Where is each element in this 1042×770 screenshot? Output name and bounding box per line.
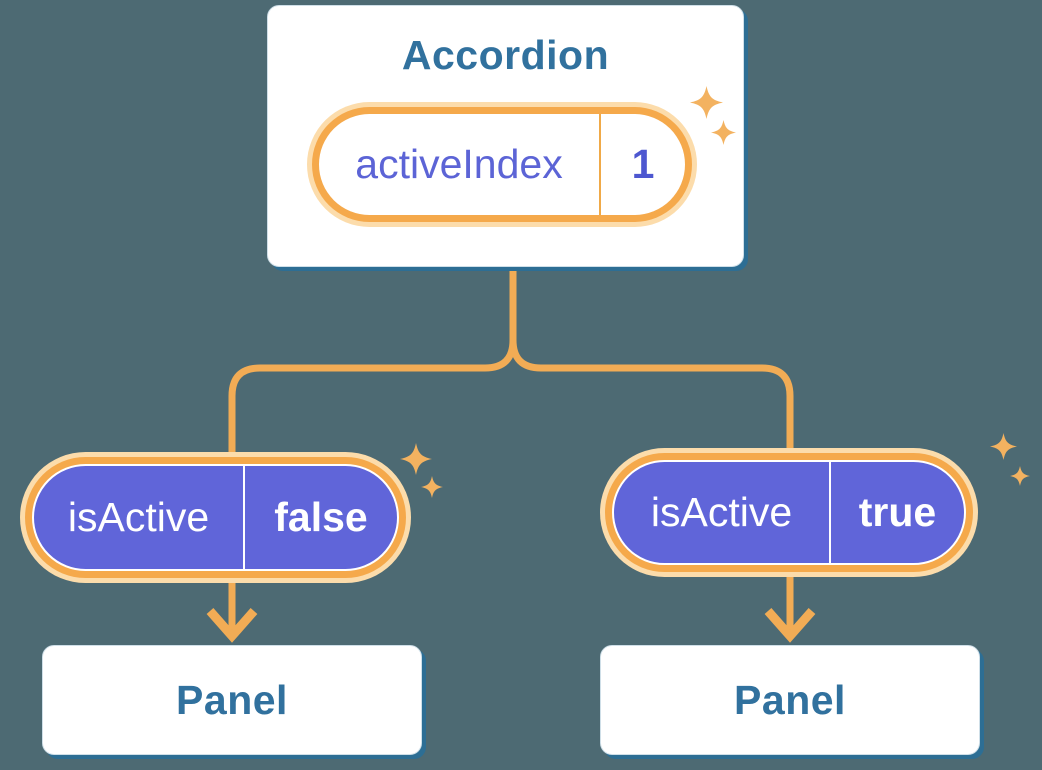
prop-pill-value: true — [858, 489, 937, 535]
arrow-down-icon — [206, 608, 258, 643]
panel-box-right: Panel — [600, 645, 980, 755]
arrow-down-icon — [764, 608, 816, 643]
state-pill-label: activeIndex — [355, 141, 563, 187]
prop-pill-ring: isActive false — [25, 457, 406, 578]
sparkle-icon — [990, 433, 1017, 460]
prop-pill-value: false — [274, 494, 368, 540]
state-pill-divider — [599, 114, 601, 215]
prop-pill-ring: isActive true — [605, 453, 973, 572]
prop-pill-label: isActive — [67, 494, 210, 540]
prop-pill-divider — [243, 466, 245, 569]
prop-pill-isactive-true: isActive true — [600, 448, 978, 577]
connector-branch-right — [509, 266, 794, 629]
sparkle-icon — [690, 86, 723, 119]
accordion-box: Accordion activeIndex 1 — [267, 5, 744, 267]
prop-pill-isactive-false: isActive false — [20, 452, 411, 583]
panel-title: Panel — [176, 676, 288, 723]
panel-box-left: Panel — [42, 645, 422, 755]
panel-title: Panel — [734, 676, 846, 723]
sparkle-icon — [400, 443, 432, 475]
state-pill-value: 1 — [631, 141, 655, 187]
sparkle-icon — [1010, 466, 1030, 486]
state-pill-ring: activeIndex 1 — [312, 107, 692, 222]
state-pill: activeIndex 1 — [307, 102, 697, 227]
sparkle-icon — [421, 476, 443, 498]
prop-pill-label: isActive — [650, 489, 793, 535]
sparkle-icon — [711, 120, 736, 145]
accordion-title: Accordion — [401, 32, 610, 78]
prop-pill-divider — [829, 462, 831, 563]
